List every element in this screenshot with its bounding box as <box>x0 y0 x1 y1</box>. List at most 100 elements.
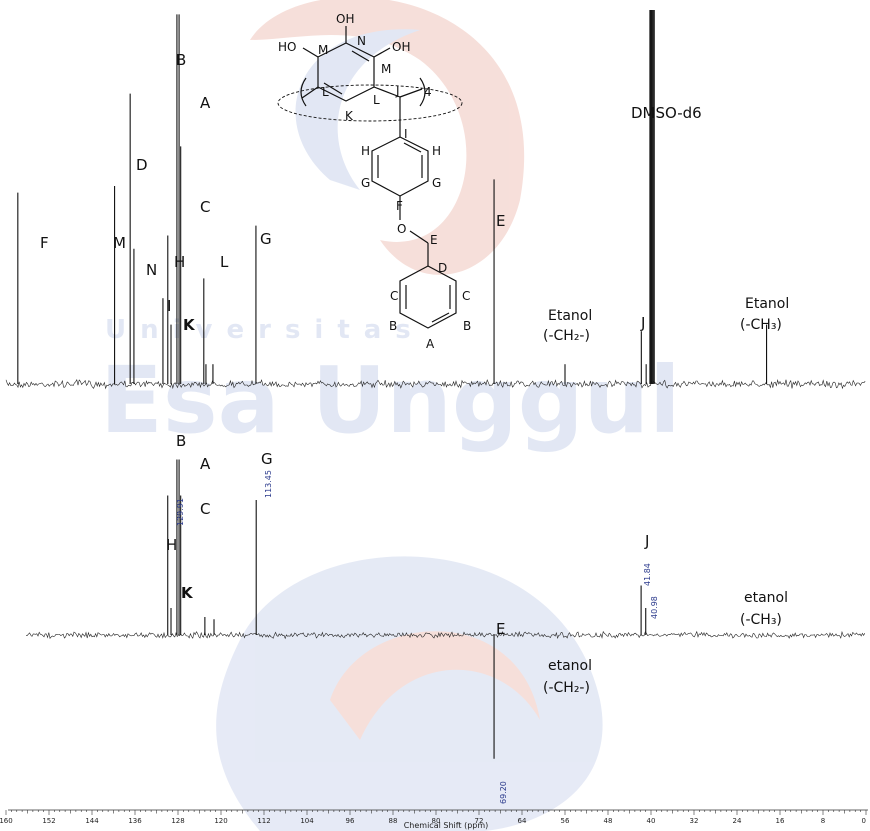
label-K-bottom: K <box>181 584 194 602</box>
phenyl-ring-1 <box>371 136 429 197</box>
mol-oh-top: OH <box>336 12 354 26</box>
x-tick-label: 48 <box>604 817 613 825</box>
label-C-bottom: C <box>200 500 210 518</box>
label-G: G <box>260 230 272 248</box>
mol-d: D <box>438 261 447 275</box>
watermark-swoosh-top <box>250 0 525 275</box>
ring-double-2 <box>323 82 343 95</box>
peakval-113-45: 113.45 <box>264 470 273 498</box>
mol-b-right: B <box>463 319 471 333</box>
label-ch3-bottom: (-CH₃) <box>740 612 782 628</box>
bottom-peak-labels: B A C H K G E J etanol (-CH₃) etanol (-C… <box>166 432 788 696</box>
label-I: I <box>167 297 171 315</box>
label-M: M <box>113 234 126 252</box>
label-H-bottom: H <box>166 536 177 554</box>
top-peak-labels: F M D N I H K B A C L G E J DMSO-d6 Etan… <box>40 51 789 344</box>
mol-g-left: G <box>361 176 370 190</box>
watermark-line1: Universitas <box>105 315 425 345</box>
mol-k: K <box>345 109 354 123</box>
bond-j-right <box>399 88 423 98</box>
mol-ho: HO <box>278 40 296 54</box>
peakval-69-20: 69.20 <box>499 781 508 804</box>
mol-b-left: B <box>389 319 397 333</box>
label-E: E <box>496 212 505 230</box>
bond-oh-right <box>373 47 391 58</box>
bond-j <box>373 86 401 98</box>
mol-m-right: M <box>381 62 391 76</box>
label-etanol-ch3-top: Etanol <box>745 296 789 312</box>
spectra <box>5 10 866 759</box>
baseline-noise <box>25 630 866 640</box>
mol-subscript-4: 4 <box>424 85 432 99</box>
x-tick-label: 96 <box>346 817 355 825</box>
x-tick-label: 24 <box>733 817 742 825</box>
x-tick-label: 88 <box>389 817 398 825</box>
label-etanol-ch2-bottom: etanol <box>548 658 592 674</box>
x-tick-label: 0 <box>862 817 866 825</box>
mol-j: J <box>395 84 400 98</box>
x-tick-label: 112 <box>257 817 270 825</box>
mol-a: A <box>426 337 435 351</box>
ring-double-1 <box>351 50 370 62</box>
x-tick-label: 64 <box>518 817 527 825</box>
x-tick-label: 144 <box>85 817 99 825</box>
mol-f: F <box>396 199 403 213</box>
bracket-left <box>300 77 307 107</box>
bond-o-e <box>409 230 429 244</box>
x-tick-label: 80 <box>432 817 441 825</box>
mol-oh-right: OH <box>392 40 410 54</box>
peakval-129-91: 129.91 <box>176 498 185 526</box>
label-H: H <box>174 253 185 271</box>
phenyl2-double-c <box>431 312 450 323</box>
watermark-swoosh-bottom-inner <box>330 631 540 740</box>
label-C: C <box>200 198 210 216</box>
x-tick-label: 160 <box>0 817 13 825</box>
label-G-bottom: G <box>261 450 273 468</box>
mol-c-left: C <box>390 289 398 303</box>
label-J: J <box>640 314 645 332</box>
mol-h-right: H <box>432 144 441 158</box>
x-tick-label: 56 <box>561 817 570 825</box>
x-tick-label: 32 <box>690 817 699 825</box>
phenyl-ring-2 <box>399 265 457 329</box>
label-D: D <box>136 156 148 174</box>
peakval-41-84: 41.84 <box>643 563 652 586</box>
label-ch2-bottom: (-CH₂-) <box>543 680 590 696</box>
mol-m-left: M <box>318 43 328 57</box>
baseline-noise <box>5 379 866 390</box>
label-B: B <box>176 51 186 69</box>
label-ch3-top: (-CH₃) <box>740 317 782 333</box>
x-tick-label: 8 <box>821 817 825 825</box>
mol-l-right: L <box>373 93 380 107</box>
label-N: N <box>146 261 157 279</box>
label-A: A <box>200 94 211 112</box>
molecule-labels: HO OH OH N M M L L K J 4 I H H G G F O E… <box>278 12 471 351</box>
mol-g-right: G <box>432 176 441 190</box>
x-axis-title: Chemical Shift (ppm) <box>404 821 489 830</box>
spectrum-carbon <box>5 10 866 390</box>
watermark-swoosh-mid <box>295 29 420 190</box>
label-B-bottom: B <box>176 432 186 450</box>
spectrum-dept <box>25 459 866 759</box>
bracket-right <box>419 77 426 107</box>
x-tick-label: 16 <box>776 817 785 825</box>
mol-o: O <box>397 222 406 236</box>
x-tick-label: 104 <box>300 817 314 825</box>
mol-c-right: C <box>462 289 470 303</box>
mol-e: E <box>430 233 438 247</box>
mol-h-left: H <box>361 144 370 158</box>
label-K: K <box>183 316 196 334</box>
bond-left-out <box>301 86 319 99</box>
label-F: F <box>40 234 49 252</box>
label-dmso: DMSO-d6 <box>631 104 702 122</box>
x-tick-label: 128 <box>171 817 184 825</box>
molecule-structure <box>277 26 463 329</box>
label-etanol-ch3-bottom: etanol <box>744 590 788 606</box>
label-L: L <box>220 253 229 271</box>
watermark-line2: Esa Unggul <box>100 347 681 454</box>
peak-values: 129.91 113.45 41.84 40.98 69.20 <box>176 470 659 804</box>
mol-n: N <box>357 34 366 48</box>
